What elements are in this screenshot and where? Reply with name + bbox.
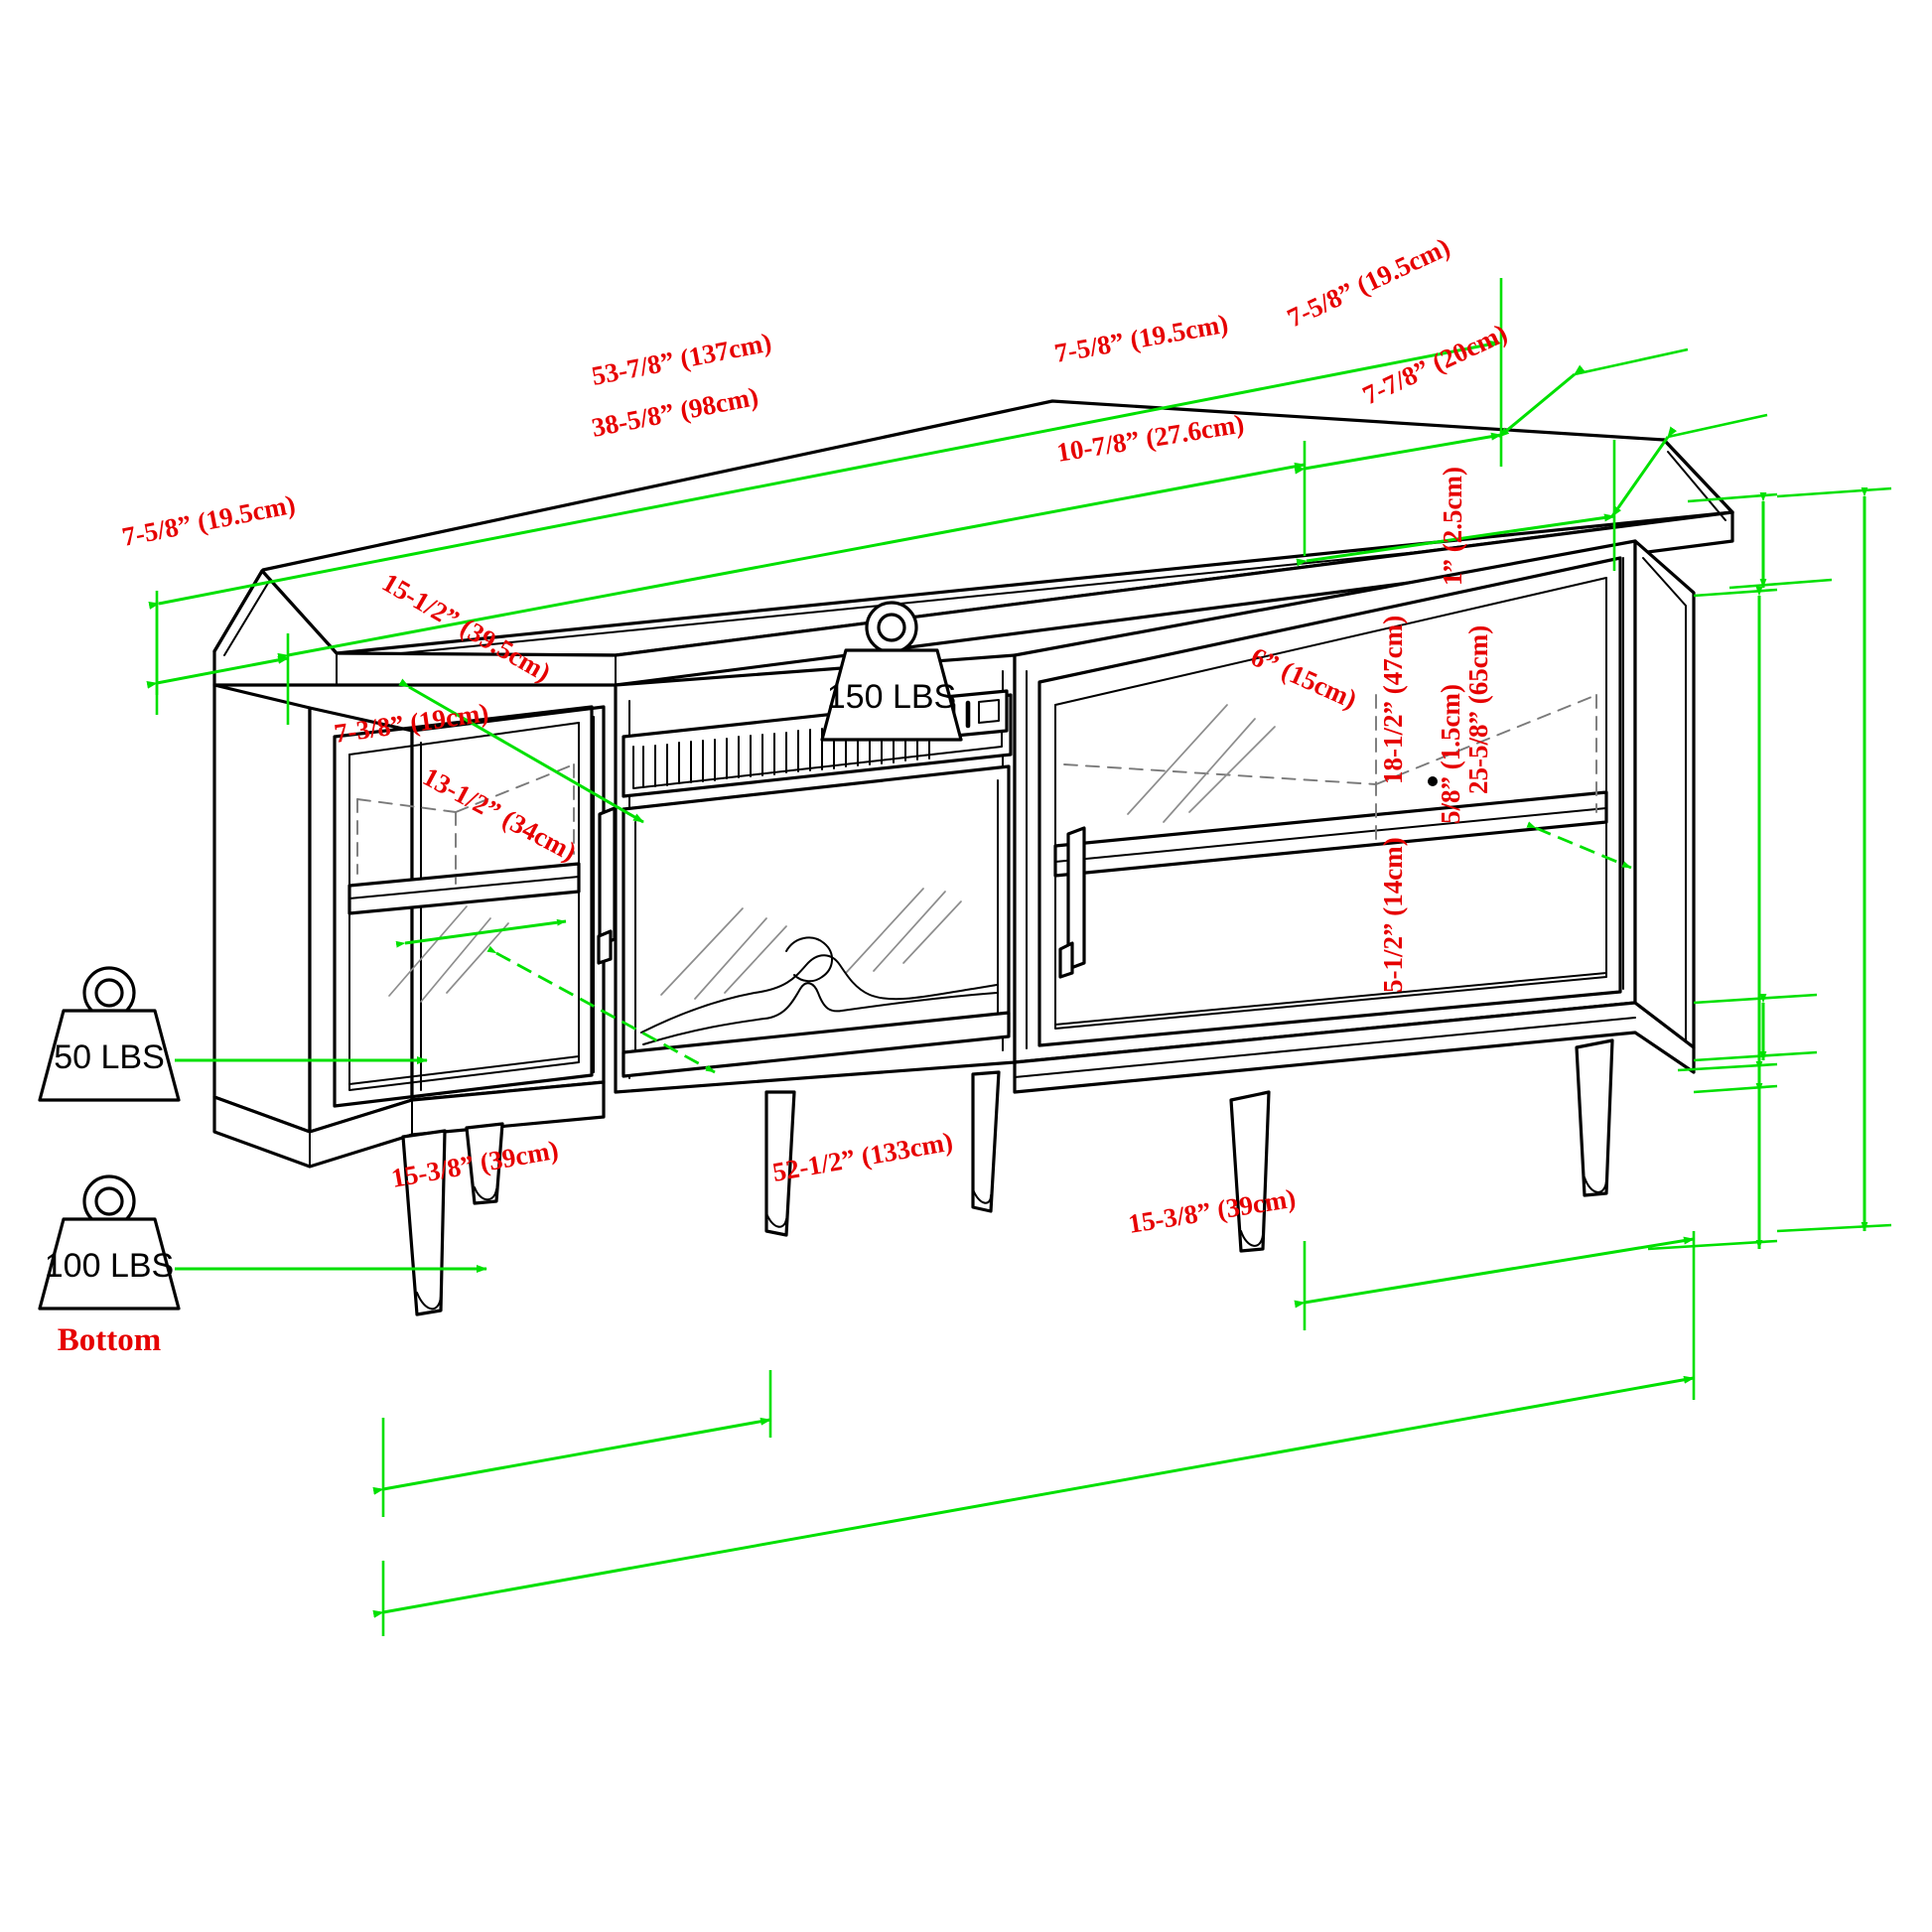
dim-label-overall-base-width: 52-1/2” (133cm) [770, 1126, 955, 1186]
dim-label-overall-top-back: 53-7/8” (137cm) [589, 327, 773, 391]
right-cabinet [1013, 539, 1696, 1253]
dim-label-top-thickness: 1” (2.5cm) [1438, 467, 1467, 586]
dim-label-left-chamfer: 7-5/8” (19.5cm) [119, 489, 297, 552]
weight-label-50: 50 LBS [54, 1038, 165, 1076]
weight-label-100: 100 LBS [45, 1247, 174, 1285]
dim-label-overall-height: 25-5/8” (65cm) [1463, 625, 1493, 794]
weight-icons [38, 601, 963, 1311]
dim-label-interior-height: 18-1/2” (47cm) [1378, 616, 1408, 784]
dim-label-right-upper-diagonal: 7-5/8” (19.5cm) [1283, 231, 1454, 333]
dim-label-leg-height: 5-1/2” (14cm) [1378, 837, 1408, 993]
furniture-illustration [212, 399, 1734, 1316]
weight-labels: 150 LBS 50 LBS 100 LBS Bottom [45, 678, 956, 1358]
left-cabinet [212, 683, 617, 1169]
dim-label-shelf-thickness: 5/8” (1.5cm) [1436, 684, 1465, 824]
weight-icon-50 [38, 966, 181, 1102]
weight-caption-bottom: Bottom [58, 1322, 161, 1358]
dim-label-right-chamfer: 7-5/8” (19.5cm) [1052, 309, 1230, 368]
dimension-lines [146, 278, 1892, 1636]
weight-icon-150 [820, 601, 963, 742]
dim-label-right-base-depth: 15-3/8” (39cm) [1126, 1183, 1298, 1239]
weight-label-150: 150 LBS [827, 678, 956, 716]
fireplace-insert [614, 653, 1017, 1237]
weight-icon-100 [38, 1174, 181, 1311]
dim-label-top-front-width: 38-5/8” (98cm) [589, 381, 760, 443]
